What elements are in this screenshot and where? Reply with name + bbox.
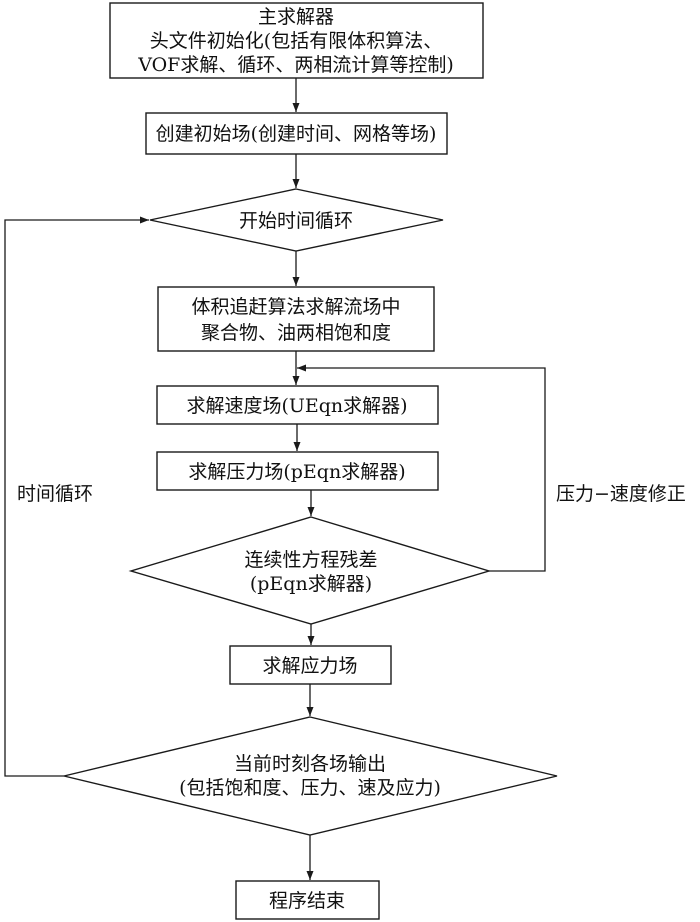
output-fields-line-1: 当前时刻各场输出 — [234, 753, 386, 775]
program-end-text: 程序结束 — [269, 890, 345, 912]
pressure-velocity-return-arrow — [297, 364, 546, 572]
volume-tracking-line-1: 体积追赶算法求解流场中 — [191, 296, 400, 318]
stress-solver-text: 求解应力场 — [262, 655, 357, 677]
output-fields-diamond: 当前时刻各场输出 (包括饱和度、压力、速及应力) — [63, 716, 558, 836]
continuity-check-line-1: 连续性方程残差 — [244, 549, 377, 571]
velocity-solver-text: 求解速度场(UEqn求解器) — [186, 395, 407, 417]
create-fields-box: 创建初始场(创建时间、网格等场) — [145, 112, 448, 155]
pressure-velocity-correction-label: 压力−速度修正 — [556, 483, 686, 505]
stress-solver-box: 求解应力场 — [229, 645, 392, 685]
time-loop-start-text: 开始时间循环 — [239, 210, 353, 232]
create-fields-text: 创建初始场(创建时间、网格等场) — [156, 123, 437, 145]
volume-tracking-line-2: 聚合物、油两相饱和度 — [201, 322, 391, 344]
time-loop-start-diamond: 开始时间循环 — [149, 188, 444, 252]
continuity-check-diamond: 连续性方程残差 (pEqn求解器) — [128, 516, 492, 625]
main-solver-line-3: VOF求解、循环、两相流计算等控制) — [137, 54, 454, 76]
volume-tracking-box: 体积追赶算法求解流场中 聚合物、油两相饱和度 — [157, 286, 435, 352]
continuity-check-line-2: (pEqn求解器) — [250, 573, 372, 595]
time-loop-label: 时间循环 — [17, 483, 93, 505]
pressure-solver-text: 求解压力场(pEqn求解器) — [188, 461, 405, 483]
output-fields-line-2: (包括饱和度、压力、速及应力) — [179, 777, 441, 799]
pressure-solver-box: 求解压力场(pEqn求解器) — [156, 451, 439, 491]
velocity-solver-box: 求解速度场(UEqn求解器) — [156, 385, 439, 425]
main-solver-line-1: 主求解器 — [258, 6, 334, 28]
program-end-box: 程序结束 — [235, 880, 380, 920]
main-solver-line-2: 头文件初始化(包括有限体积算法、 — [150, 30, 442, 52]
main-solver-box: 主求解器 头文件初始化(包括有限体积算法、 VOF求解、循环、两相流计算等控制) — [109, 2, 484, 79]
time-loop-return-arrow — [4, 216, 149, 777]
